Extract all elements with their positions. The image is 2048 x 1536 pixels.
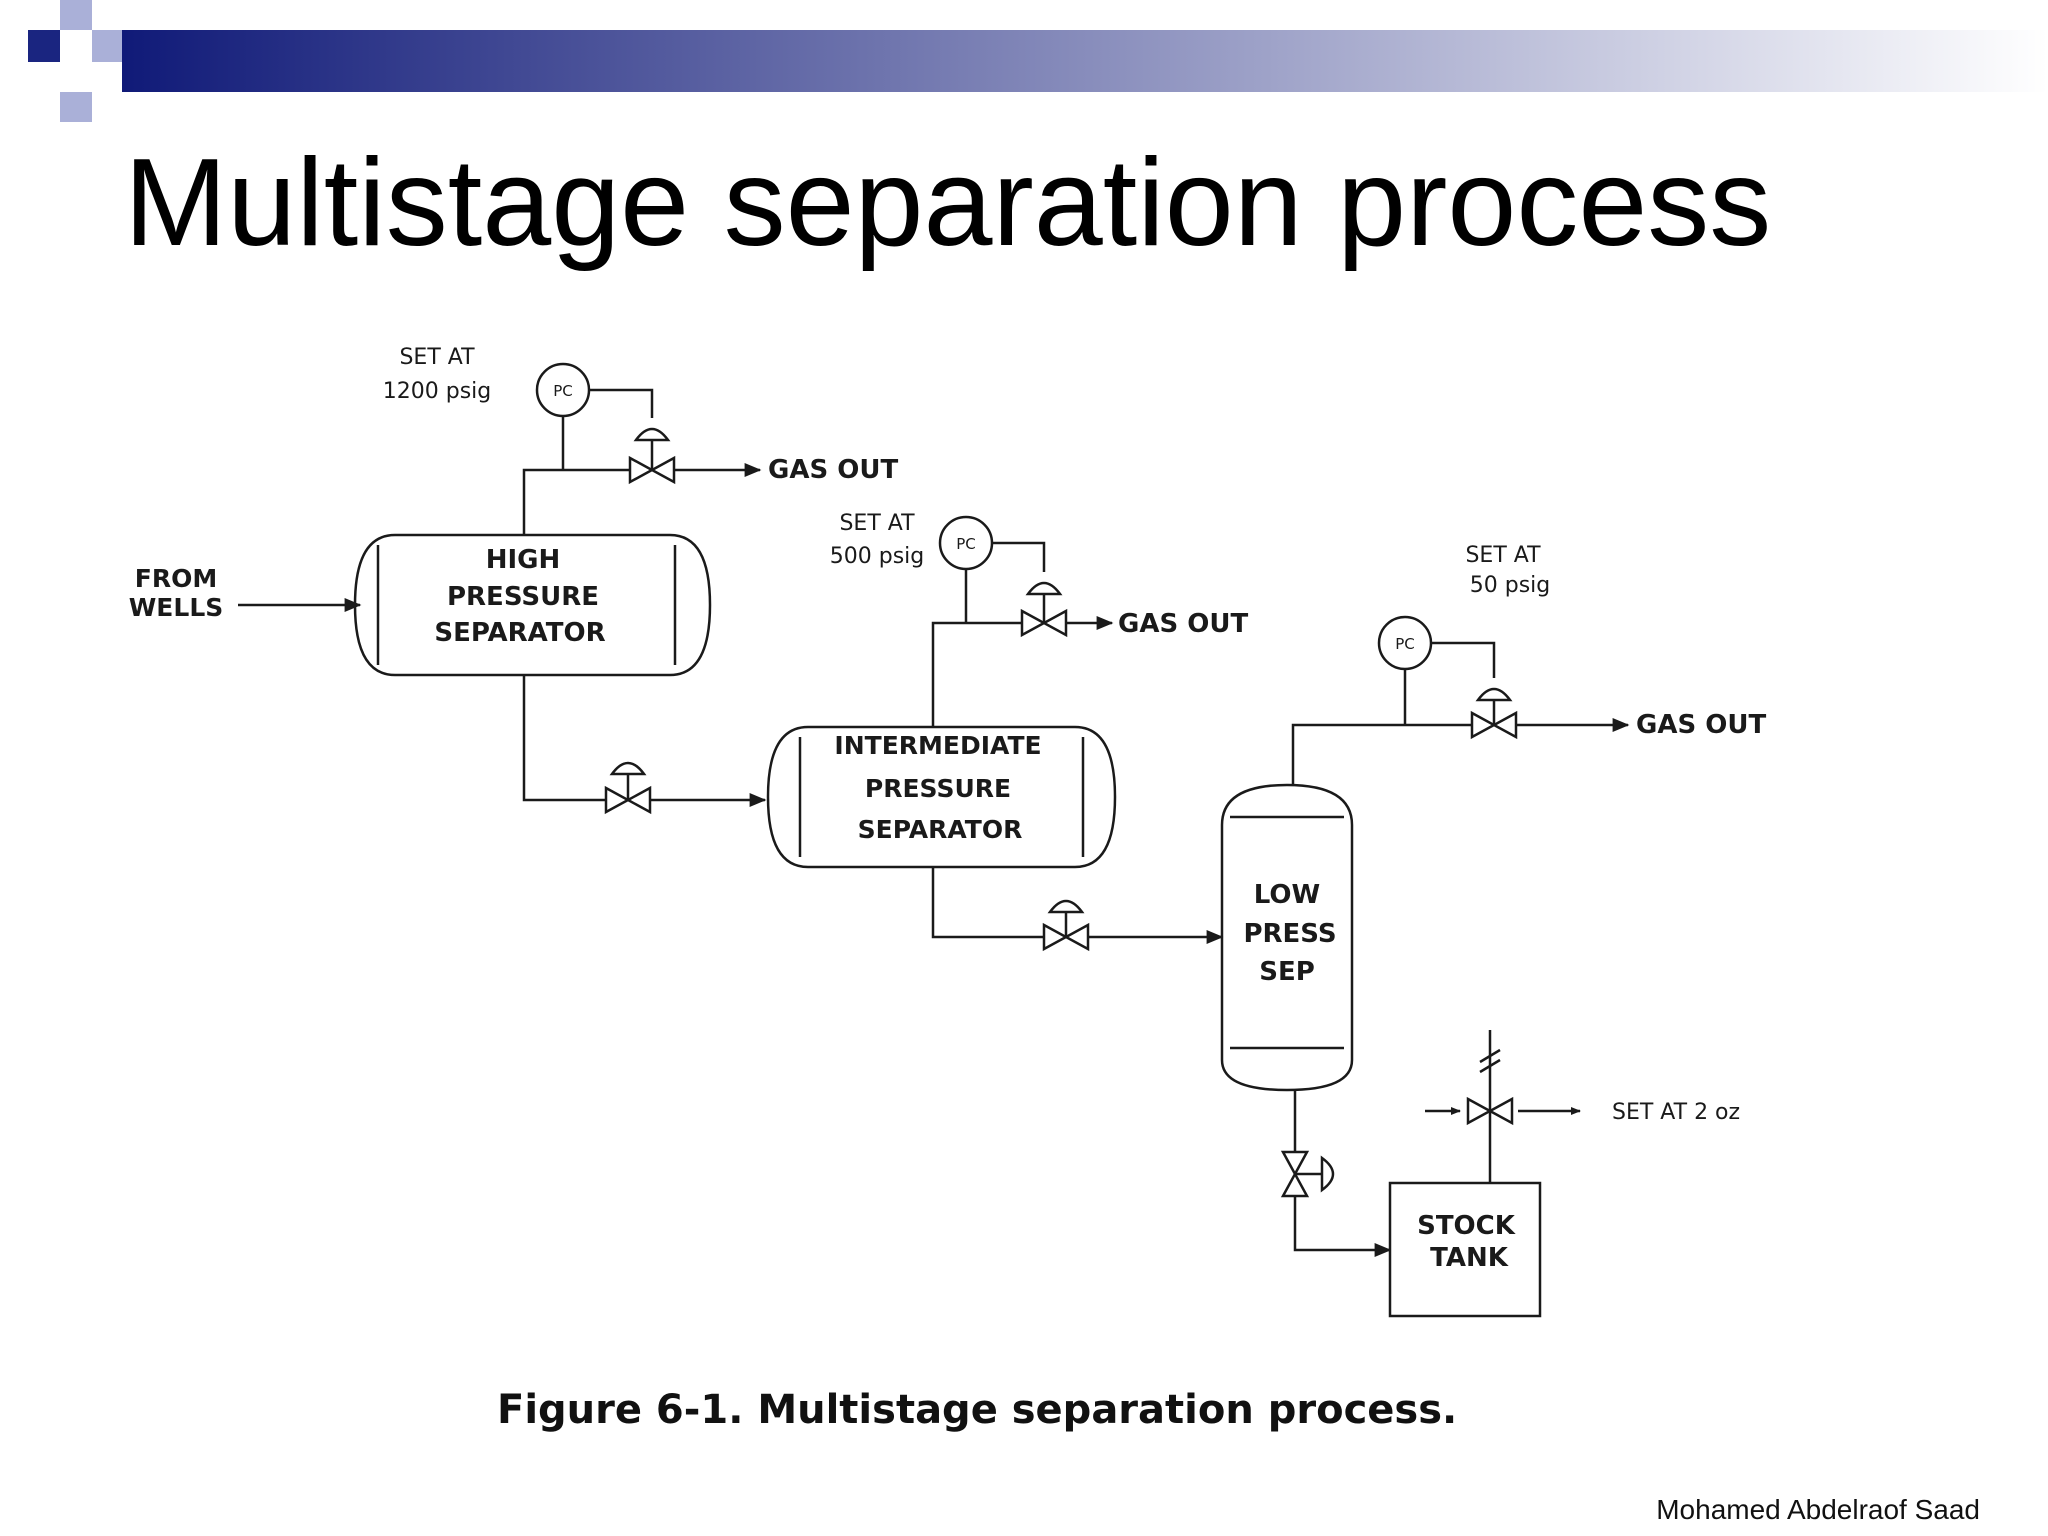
inlet-label-line2: WELLS — [129, 593, 224, 622]
banner-square-light-1 — [60, 0, 92, 30]
hp-separator-label-line1: HIGH — [486, 545, 561, 575]
ip-setpoint-line2: 500 psig — [830, 544, 925, 569]
lp-pc-label: PC — [1395, 635, 1415, 653]
hp-liquid-valve — [604, 761, 652, 815]
hp-gas-valve — [628, 427, 676, 485]
stock-relief-valve — [1466, 1096, 1514, 1126]
banner-square-light-2 — [92, 30, 122, 62]
lp-gas-line — [1291, 718, 1630, 785]
lp-setpoint-line1: SET AT — [1465, 543, 1541, 568]
lp-gas-valve — [1470, 687, 1518, 740]
ip-separator-label-line3: SEPARATOR — [858, 815, 1023, 844]
stock-tank — [1388, 1181, 1542, 1318]
lp-gas-out-label: GAS OUT — [1636, 710, 1766, 740]
ip-separator-label-line1: INTERMEDIATE — [834, 731, 1041, 760]
ip-setpoint-line1: SET AT — [839, 511, 915, 536]
ip-pc-label: PC — [956, 535, 976, 553]
inlet-label-line1: FROM — [135, 564, 217, 593]
hp-setpoint-line2: 1200 psig — [383, 379, 492, 404]
hp-separator-label-line3: SEPARATOR — [434, 618, 605, 648]
hp-pc-label: PC — [553, 382, 573, 400]
hp-gas-line — [522, 463, 762, 535]
ip-gas-line — [931, 616, 1114, 727]
lp-separator-label-line3: SEP — [1259, 957, 1315, 987]
ip-liquid-line — [931, 867, 1224, 944]
stock-tank-label-line2: TANK — [1430, 1243, 1509, 1273]
lp-separator-label-line1: LOW — [1254, 880, 1320, 910]
slide-title: Multistage separation process — [124, 134, 1772, 272]
low-pressure-separator — [1220, 783, 1354, 1092]
high-pressure-separator — [353, 533, 712, 677]
ip-gas-valve — [1020, 581, 1068, 638]
ip-liquid-valve — [1042, 899, 1090, 952]
lp-setpoint-line2: 50 psig — [1470, 573, 1551, 598]
stock-tank-label-line1: STOCK — [1417, 1211, 1516, 1241]
banner-gradient-bar — [122, 30, 2048, 92]
lp-separator-label-line2: PRESS — [1243, 919, 1336, 949]
banner-square-light-3 — [60, 92, 92, 122]
ip-gas-out-label: GAS OUT — [1118, 609, 1248, 639]
stock-setpoint: SET AT 2 oz — [1612, 1100, 1740, 1125]
banner-square-dark — [28, 30, 60, 62]
lp-liquid-valve — [1280, 1150, 1335, 1198]
lp-liquid-line — [1293, 1090, 1392, 1257]
intermediate-pressure-separator — [766, 725, 1117, 869]
author-footer: Mohamed Abdelraof Saad — [1656, 1494, 1980, 1525]
title-banner — [28, 0, 2048, 122]
hp-liquid-line — [522, 675, 767, 807]
hp-setpoint-line1: SET AT — [399, 345, 475, 370]
hp-gas-out-label: GAS OUT — [768, 455, 898, 485]
hp-separator-label-line2: PRESSURE — [447, 582, 599, 612]
ip-separator-label-line2: PRESSURE — [865, 774, 1011, 803]
figure-caption: Figure 6-1. Multistage separation proces… — [497, 1387, 1457, 1433]
